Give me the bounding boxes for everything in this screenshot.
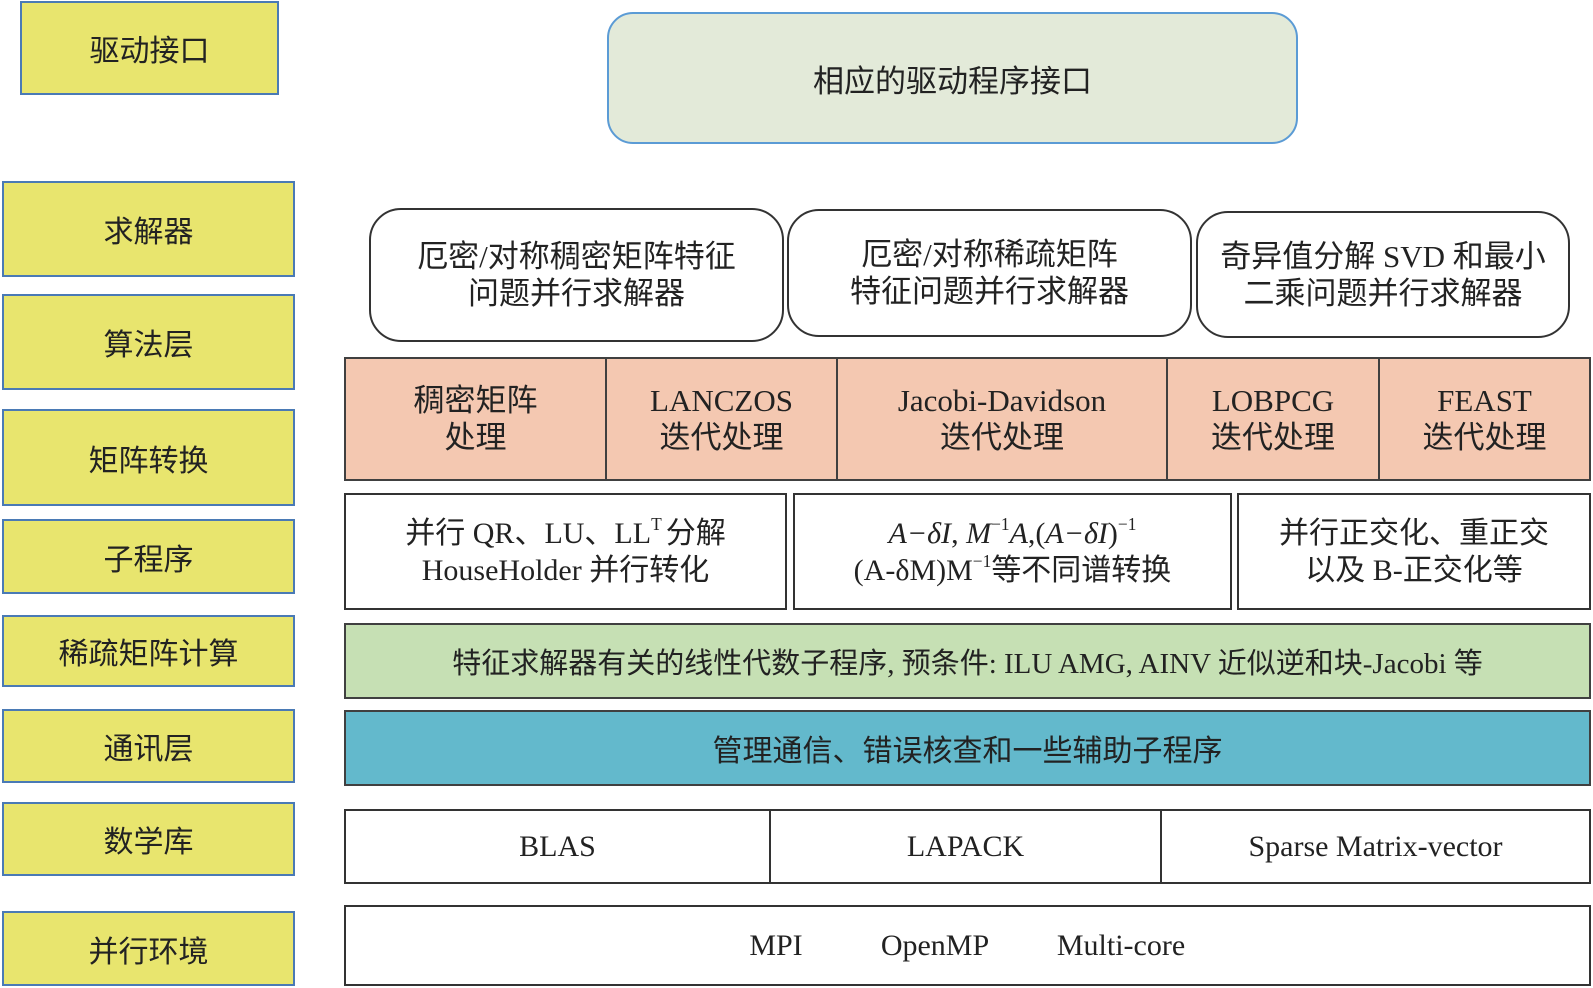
- driver-interface-box: 相应的驱动程序接口: [607, 12, 1298, 144]
- subroutine-text: 分解: [665, 516, 726, 550]
- math-punct: ,(: [1027, 516, 1046, 550]
- sparse-computation-bar: 特征求解器有关的线性代数子程序, 预条件: ILU AMG, AINV 近似逆和…: [344, 623, 1591, 699]
- solver-dense-box: 厄密/对称稠密矩阵特征 问题并行求解器: [369, 208, 784, 342]
- algorithm-line2: 处理: [444, 420, 507, 455]
- solver-sparse-box: 厄密/对称稀疏矩阵 特征问题并行求解器: [787, 209, 1192, 337]
- subroutine-cell-orthogonalization: 并行正交化、重正交 以及 B-正交化等: [1237, 493, 1591, 610]
- layer-label-subroutine: 子程序: [2, 519, 295, 594]
- communication-text: 管理通信、错误核查和一些辅助子程序: [712, 735, 1223, 768]
- algorithm-cell-jacobi-davidson: Jacobi-Davidson 迭代处理: [836, 357, 1168, 481]
- math-term: (A-δM)M: [853, 553, 973, 587]
- layer-label-text: 子程序: [103, 543, 194, 577]
- communication-bar: 管理通信、错误核查和一些辅助子程序: [344, 710, 1591, 786]
- superscript-t: T: [651, 513, 662, 534]
- solver-line1: 奇异值分解 SVD 和最小: [1220, 238, 1546, 274]
- subroutine-line1: A−δI, M−1A,(A−δI)−1: [889, 515, 1137, 552]
- layer-label-text: 并行环境: [88, 935, 209, 969]
- algorithm-line2: 迭代处理: [940, 420, 1064, 455]
- algorithm-line2: 迭代处理: [1211, 420, 1335, 455]
- layer-label-matrix-transform: 矩阵转换: [2, 409, 295, 506]
- layer-label-text: 数学库: [103, 826, 194, 859]
- sparse-computation-text: 特征求解器有关的线性代数子程序, 预条件: ILU AMG, AINV 近似逆和…: [452, 648, 1483, 680]
- subroutine-line1: 并行正交化、重正交: [1279, 516, 1549, 550]
- algorithm-cell-feast: FEAST 迭代处理: [1378, 357, 1591, 481]
- math-superscript: −1: [972, 550, 992, 571]
- parallel-env-multicore: Multi-core: [1056, 928, 1186, 962]
- math-punct: ,: [951, 516, 967, 550]
- solver-line2: 特征问题并行求解器: [850, 274, 1129, 309]
- algorithm-cell-lanczos: LANCZOS 迭代处理: [605, 357, 838, 481]
- algorithm-cell-dense: 稠密矩阵 处理: [344, 357, 607, 481]
- layer-label-text: 算法层: [103, 329, 194, 362]
- algorithm-line1: LOBPCG: [1211, 383, 1335, 418]
- algorithm-line1: Jacobi-Davidson: [897, 383, 1107, 418]
- algorithm-line1: FEAST: [1437, 383, 1532, 418]
- driver-interface-text: 相应的驱动程序接口: [813, 63, 1092, 99]
- parallel-env-openmp: OpenMP: [880, 928, 990, 962]
- subroutine-line2: HouseHolder 并行转化: [421, 553, 710, 587]
- math-punct: ): [1107, 516, 1118, 550]
- layer-label-text: 稀疏矩阵计算: [58, 638, 239, 671]
- parallel-env-bar: MPI OpenMP Multi-core: [344, 905, 1591, 986]
- layer-label-text: 矩阵转换: [88, 444, 209, 478]
- layer-label-communication: 通讯层: [2, 709, 295, 783]
- math-superscript: −1: [1117, 513, 1137, 534]
- solver-line2: 二乘问题并行求解器: [1243, 275, 1523, 311]
- algorithm-line2: 迭代处理: [1422, 420, 1547, 455]
- math-term: A: [1009, 516, 1028, 550]
- mathlib-text: LAPACK: [906, 829, 1025, 863]
- math-term: A−δI: [888, 516, 952, 550]
- layer-label-parallel-env: 并行环境: [2, 911, 295, 986]
- algorithm-line1: LANCZOS: [650, 383, 793, 418]
- layer-label-sparse-computation: 稀疏矩阵计算: [2, 615, 295, 687]
- mathlib-cell-blas: BLAS: [344, 809, 771, 884]
- solver-line2: 问题并行求解器: [468, 276, 685, 311]
- solver-line1: 厄密/对称稀疏矩阵: [861, 237, 1118, 272]
- solver-svd-box: 奇异值分解 SVD 和最小 二乘问题并行求解器: [1196, 211, 1570, 338]
- subroutine-line2: (A-δM)M−1等不同谱转换: [854, 552, 1172, 589]
- algorithm-line2: 迭代处理: [659, 420, 784, 455]
- subroutine-cell-spectral-transform: A−δI, M−1A,(A−δI)−1 (A-δM)M−1等不同谱转换: [793, 493, 1232, 610]
- math-term: M: [966, 516, 992, 550]
- algorithm-line1: 稠密矩阵: [413, 383, 538, 418]
- subroutine-line2: 以及 B-正交化等: [1305, 553, 1523, 587]
- subroutine-text: 等不同谱转换: [991, 553, 1172, 587]
- layer-label-driver-interface: 驱动接口: [20, 1, 279, 95]
- subroutine-text: 并行 QR、LU、LL: [405, 516, 652, 550]
- math-superscript: −1: [991, 513, 1010, 534]
- mathlib-cell-lapack: LAPACK: [769, 809, 1162, 884]
- layer-label-solver: 求解器: [2, 181, 295, 277]
- parallel-env-mpi: MPI: [749, 928, 803, 962]
- layer-label-text: 通讯层: [103, 733, 194, 766]
- layer-label-text: 求解器: [103, 216, 194, 249]
- layer-label-text: 驱动接口: [89, 35, 210, 68]
- algorithm-cell-lobpcg: LOBPCG 迭代处理: [1166, 357, 1380, 481]
- mathlib-text: Sparse Matrix-vector: [1248, 829, 1503, 863]
- mathlib-text: BLAS: [519, 829, 596, 863]
- layer-label-algorithm: 算法层: [2, 294, 295, 390]
- math-term: A−δI: [1045, 516, 1108, 550]
- mathlib-cell-sparse-mv: Sparse Matrix-vector: [1160, 809, 1591, 884]
- layer-label-math-library: 数学库: [2, 802, 295, 876]
- solver-line1: 厄密/对称稠密矩阵特征: [417, 239, 736, 274]
